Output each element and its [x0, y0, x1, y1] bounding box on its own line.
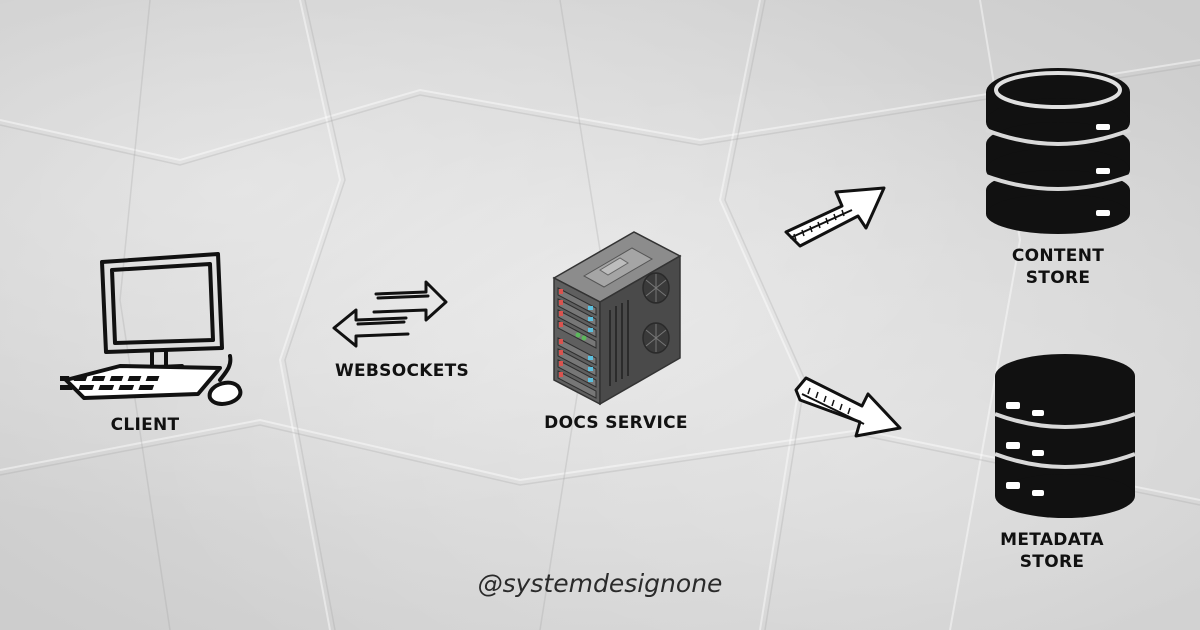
content-store-label: CONTENT STORE	[988, 245, 1128, 289]
docs-service-node	[548, 226, 688, 408]
author-watermark: @systemdesignone	[477, 569, 723, 598]
arrow-to-content-store	[780, 180, 890, 250]
database-icon	[985, 68, 1131, 234]
client-label-text: CLIENT	[110, 415, 180, 435]
server-tower-icon	[552, 231, 682, 406]
websockets-connector	[328, 278, 452, 350]
docs-service-label-text: DOCS SERVICE	[544, 413, 688, 433]
arrow-down-right-icon	[794, 376, 902, 438]
arrow-to-metadata-store	[790, 370, 908, 442]
bidirectional-arrows-icon	[332, 280, 448, 348]
metadata-store-label-line1: METADATA	[1000, 530, 1104, 550]
client-node	[37, 248, 250, 413]
content-store-node	[982, 62, 1134, 234]
desktop-computer-icon	[37, 252, 243, 406]
docs-service-label: DOCS SERVICE	[536, 412, 696, 434]
client-label: CLIENT	[90, 414, 200, 436]
arrow-up-right-icon	[784, 186, 886, 248]
database-icon	[994, 354, 1136, 518]
metadata-store-node	[992, 350, 1138, 520]
metadata-store-label-line2: STORE	[1019, 552, 1085, 572]
websockets-label-text: WEBSOCKETS	[334, 361, 470, 381]
metadata-store-label: METADATA STORE	[982, 529, 1122, 573]
websockets-label: WEBSOCKETS	[322, 360, 482, 382]
content-store-label-line1: CONTENT	[1011, 246, 1105, 266]
content-store-label-line2: STORE	[1025, 268, 1091, 288]
